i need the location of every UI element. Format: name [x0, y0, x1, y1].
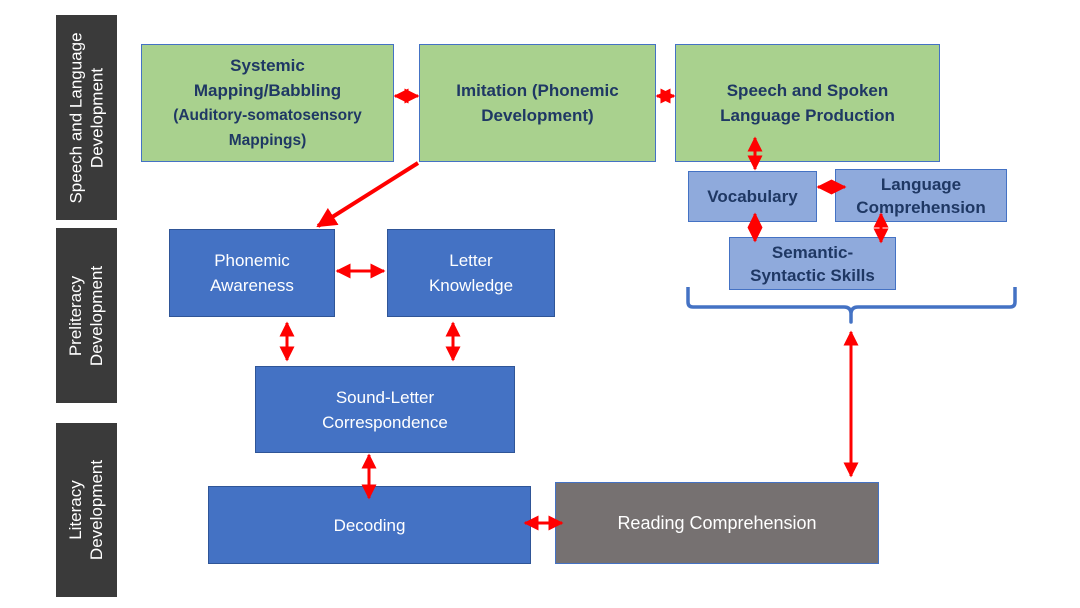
- language-skills-brace: [686, 287, 1017, 324]
- node-letter-knowledge-line-2: Knowledge: [428, 276, 514, 295]
- node-sound-letter: Sound-Letter Correspondence: [255, 366, 515, 453]
- node-semantic-syntactic-line-1: Semantic-: [771, 242, 854, 262]
- node-semantic-syntactic: Semantic- Syntactic Skills: [729, 237, 896, 290]
- node-language-comprehension-line-2: Comprehension: [856, 197, 986, 217]
- node-systemic-mapping-line-2: Mapping/Babbling: [193, 81, 342, 100]
- node-semantic-syntactic-line-2: Syntactic Skills: [750, 265, 875, 285]
- node-language-comprehension: Language Comprehension: [835, 169, 1007, 222]
- node-sound-letter-line-1: Sound-Letter: [335, 387, 435, 407]
- node-phonemic-awareness: Phonemic Awareness: [169, 229, 335, 317]
- node-imitation: Imitation (Phonemic Development): [419, 44, 656, 162]
- node-letter-knowledge-line-1: Letter: [449, 251, 493, 270]
- node-phonemic-awareness-line-1: Phonemic: [214, 251, 290, 270]
- node-reading-comprehension: Reading Comprehension: [555, 482, 879, 564]
- node-letter-knowledge: Letter Knowledge: [387, 229, 555, 317]
- node-systemic-mapping-line-4: Mappings): [228, 132, 307, 149]
- node-imitation-line-1: Imitation (Phonemic: [456, 81, 619, 100]
- node-systemic-mapping-line-3: (Auditory-somatosensory: [173, 107, 362, 124]
- node-speech-production: Speech and Spoken Language Production: [675, 44, 940, 162]
- node-vocabulary-line-1: Vocabulary: [707, 187, 798, 206]
- node-imitation-line-2: Development): [481, 106, 594, 125]
- node-decoding-line-1: Decoding: [333, 515, 406, 535]
- node-phonemic-awareness-line-2: Awareness: [210, 276, 294, 295]
- node-speech-production-line-1: Speech and Spoken: [726, 81, 889, 100]
- arrow-imitation-phonemic: [316, 161, 420, 228]
- node-speech-production-line-2: Language Production: [720, 106, 895, 125]
- node-language-comprehension-line-1: Language: [880, 174, 962, 194]
- node-reading-comprehension-line-1: Reading Comprehension: [617, 512, 817, 533]
- node-sound-letter-line-2: Correspondence: [322, 412, 448, 432]
- node-systemic-mapping-line-1: Systemic: [230, 56, 305, 75]
